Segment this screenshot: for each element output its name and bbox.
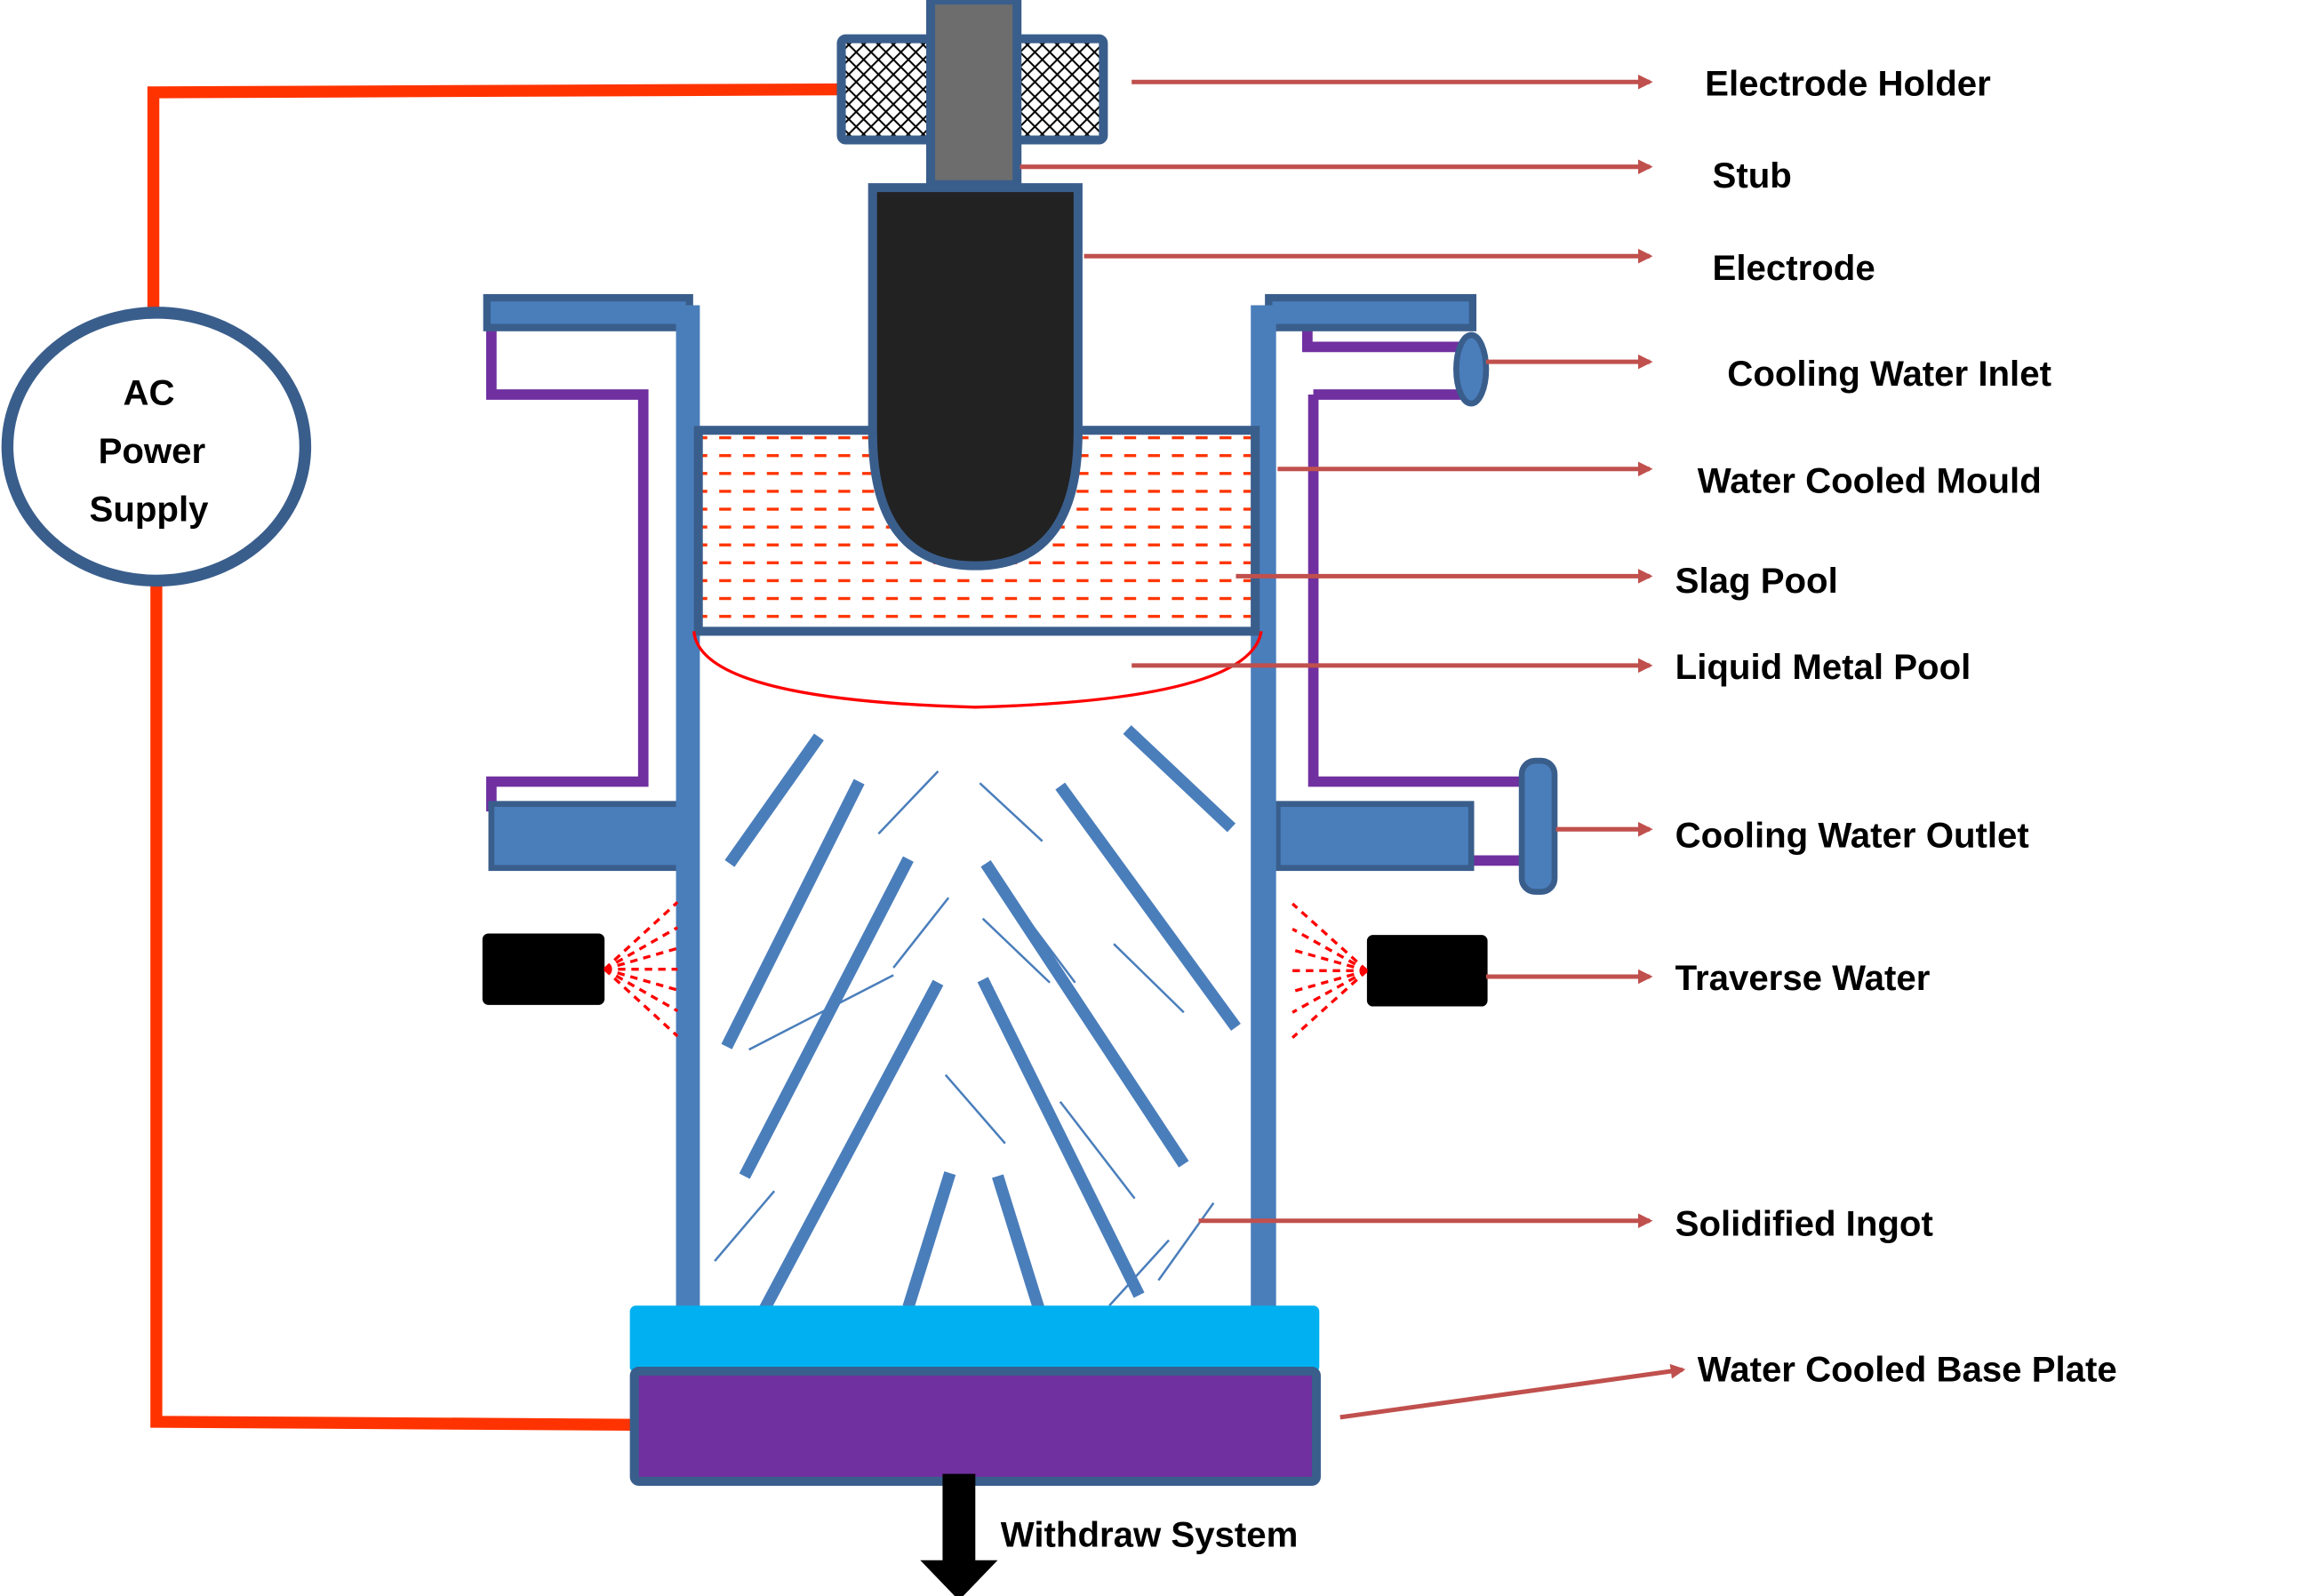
ac-label-line2: Power [99,431,206,471]
dendrite-thin [748,974,894,1051]
label-stub: Stub [1713,156,1792,196]
dendrite [721,778,865,1049]
ac-label-line1: AC [124,373,175,413]
dendrite-thin [892,897,950,969]
power-wire [147,83,842,1431]
spray-line-right [1291,902,1369,972]
dendrite [902,1171,956,1309]
spray-line-right [1291,927,1368,972]
spray-line-left [604,968,679,1013]
label-slag-pool: Slag Pool [1675,561,1838,601]
spray-line-left [604,901,679,970]
dendrite-thin [1157,1201,1215,1281]
dendrite [980,860,1189,1168]
spray-line-left [604,926,679,971]
label-water-cooled-mould: Water Cooled Mould [1698,461,2042,501]
dendrite-thin [714,1190,776,1262]
traverse-water-nozzle-right [1366,935,1488,1007]
label-electrode-holder: Electrode Holder [1705,63,1991,103]
dendrite [1055,782,1241,1031]
label-electrode: Electrode [1713,248,1875,288]
water-jacket [485,315,1527,866]
water-cooled-base-plate [629,1366,1321,1486]
dendrite-thin [981,917,1051,984]
label-liquid-metal-pool: Liquid Metal Pool [1675,647,1971,687]
liquid-metal-pool [692,631,1263,709]
cooling-water-outlet-port [1518,757,1558,895]
pointer-arrow [1339,1363,1686,1420]
spray-line-right [1291,969,1368,1014]
traverse-water-spray [604,901,1369,1039]
label-pointers [1020,74,1686,1420]
label-cooling-water-inlet: Cooling Water Inlet [1727,354,2051,394]
dendrite-thin [944,1073,1006,1145]
label-traverse-water: Traverse Water [1675,958,1931,998]
base-plate-cooling-layer [629,1305,1320,1373]
dendrite-thin [979,782,1044,842]
dendrite [992,1174,1045,1313]
cooling-water-inlet-port [1453,331,1490,407]
dendrite [724,733,824,867]
spray-line-right [1291,970,1369,1039]
electrode [868,183,1083,571]
label-water-cooled-base-plate: Water Cooled Base Plate [1698,1350,2117,1390]
ac-power-supply: AC Power Supply [1,307,312,587]
solidified-ingot-dendrites [714,725,1241,1316]
stub [926,0,1022,189]
label-cooling-water-outlet: Cooling Water Outlet [1675,815,2029,855]
label-solidified-ingot: Solidified Ingot [1675,1204,1933,1244]
dendrite [756,979,944,1316]
ac-label-line3: Supply [90,489,210,529]
label-withdraw-system: Withdraw System [1001,1515,1299,1555]
dendrite-thin [877,770,940,835]
dendrite-thin [1113,943,1185,1014]
withdraw-arrow-icon [920,1473,998,1596]
dendrite-thin [1016,904,1076,984]
dendrite-thin [1108,1239,1171,1307]
dendrite [977,977,1145,1298]
spray-line-left [604,968,679,1038]
dendrite-thin [1059,1100,1136,1200]
dendrite [1123,725,1236,833]
dendrite [739,856,914,1179]
traverse-water-nozzle-left [482,933,605,1005]
